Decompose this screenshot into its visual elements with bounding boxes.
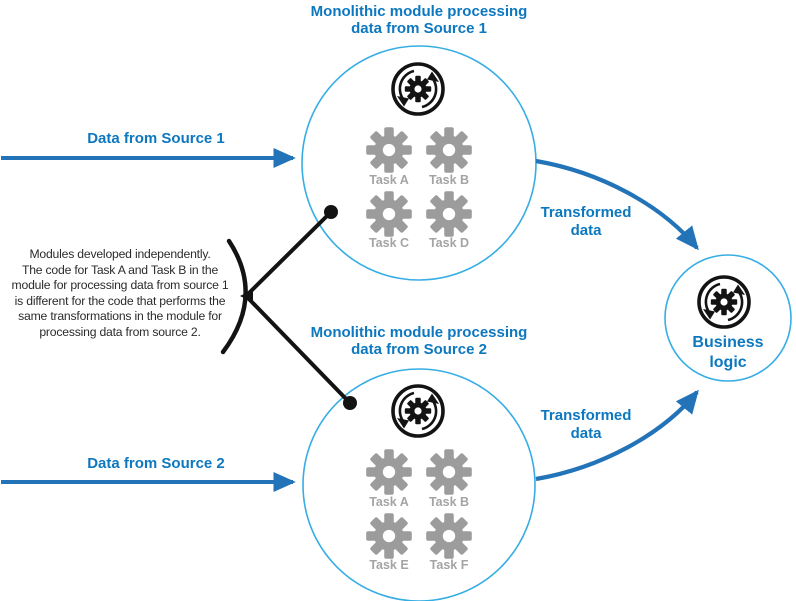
data-from-source2-label: Data from Source 2 (87, 455, 225, 472)
task-gear-icon (426, 191, 472, 237)
module2-title-line1: Monolithic module processing (310, 324, 528, 341)
module2-task-a-label: Task A (369, 495, 409, 509)
data-from-source1-label: Data from Source 1 (87, 130, 225, 147)
module2-circle (302, 368, 536, 601)
transformed-arrow-top (535, 158, 699, 251)
annotation-line: Modules developed independently. (29, 247, 211, 261)
connector-dot-module2 (343, 396, 357, 410)
annotation-line: module for processing data from source 1 (11, 278, 229, 293)
task-gear-icon (426, 127, 472, 173)
module2-task-f-label: Task F (429, 558, 469, 572)
task-gear-icon (366, 127, 412, 173)
module1-task-b-label: Task B (428, 173, 470, 187)
transformed-arrow-bottom (535, 389, 699, 482)
module2-task-e-label: Task E (369, 558, 409, 572)
module1-process-gear-icon (393, 64, 443, 114)
transformed-data-label-top: Transformed data (516, 204, 656, 240)
transformed-top-line2: data (570, 222, 602, 239)
module2-title-line2: data from Source 2 (351, 341, 487, 358)
transformed-bottom-line1: Transformed (540, 407, 632, 424)
annotation-arrowhead-icon (240, 289, 253, 303)
business-process-gear-icon (699, 277, 749, 327)
annotation-line-to-module1 (246, 210, 333, 296)
module2-task-b-label: Task B (428, 495, 470, 509)
module1-title-line2: data from Source 1 (351, 20, 487, 37)
annotation-line: The code for Task A and Task B in the (21, 262, 219, 277)
business-logic-label: Business logic (668, 333, 788, 373)
business-label-line1: Business (692, 334, 764, 351)
module1-title-line1: Monolithic module processing (310, 3, 528, 20)
task-gear-icon (426, 449, 472, 495)
transformed-top-line1: Transformed (540, 204, 632, 221)
annotation-line: same transformations in the module for (18, 309, 222, 324)
task-gear-icon (426, 513, 472, 559)
module2-process-gear-icon (393, 386, 443, 436)
annotation-line: is different for the code that performs … (14, 293, 226, 308)
business-label-line2: logic (709, 354, 747, 371)
module1-task-d-label: Task D (428, 236, 470, 250)
transformed-data-label-bottom: Transformed data (516, 407, 656, 443)
connector-dot-module1 (324, 205, 338, 219)
annotation-line: processing data from source 2. (39, 324, 201, 339)
annotation-line-to-module2 (246, 296, 352, 405)
task-gear-icon (366, 449, 412, 495)
module1-task-a-label: Task A (369, 173, 409, 187)
task-gear-icon (366, 513, 412, 559)
module2-title: Monolithic module processing data from S… (289, 324, 549, 358)
task-gear-icon (366, 191, 412, 237)
transformed-bottom-line2: data (570, 425, 602, 442)
module1-task-c-label: Task C (368, 236, 410, 250)
annotation-text: Modules developed independently. The cod… (0, 247, 240, 341)
module1-title: Monolithic module processing data from S… (289, 3, 549, 37)
